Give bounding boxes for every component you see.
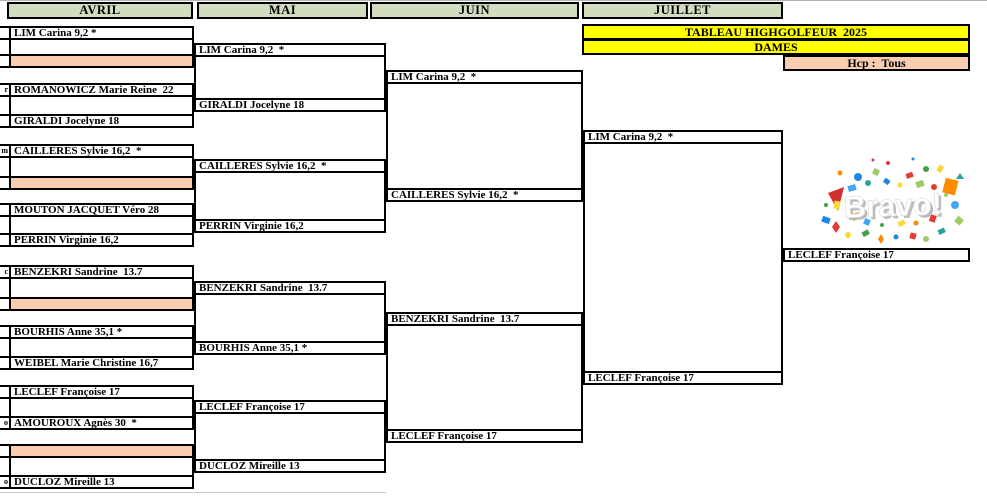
mai-slot-6-bourhis[interactable]: BOURHIS Anne 35,1 * bbox=[194, 341, 386, 355]
juin-slot-2-cailleres[interactable]: CAILLERES Sylvie 16,2 * bbox=[386, 188, 583, 202]
left-fragment-15 bbox=[0, 444, 9, 458]
bravo-text-shadow: Bravo! bbox=[846, 189, 945, 227]
left-fragment-14: o bbox=[0, 416, 9, 430]
mai-slot-1-lim[interactable]: LIM Carina 9,2 * bbox=[194, 43, 386, 57]
bravo-confetti-image: ​ Bravo! Bravo! bbox=[821, 157, 964, 244]
avril-slot-10-bye[interactable] bbox=[9, 297, 194, 311]
connector-avril-pair-7 bbox=[9, 399, 194, 416]
mai-slot-3-cailleres[interactable]: CAILLERES Sylvie 16,2 * bbox=[194, 159, 386, 173]
mai-slot-2-giraldi[interactable]: GIRALDI Jocelyne 18 bbox=[194, 98, 386, 112]
connector-avril-pair-6 bbox=[9, 339, 194, 356]
left-fragment-3: r bbox=[0, 83, 9, 97]
mai-slot-7-leclef[interactable]: LECLEF Françoise 17 bbox=[194, 400, 386, 414]
left-fragment-5: m bbox=[0, 144, 9, 158]
connector-avril-pair-2 bbox=[9, 97, 194, 114]
avril-slot-2-bye[interactable] bbox=[9, 54, 194, 68]
confetti-shapes bbox=[821, 157, 964, 244]
connector-avril-pair-1 bbox=[9, 40, 194, 54]
month-header-mai[interactable]: MAI bbox=[197, 2, 368, 19]
avril-slot-12-weibel[interactable]: WEIBEL Marie Christine 16,7 bbox=[9, 356, 194, 370]
avril-slot-6-bye[interactable] bbox=[9, 176, 194, 190]
avril-slot-16-ducloz[interactable]: DUCLOZ Mireille 13 bbox=[9, 475, 194, 489]
connector-mai-pair-1 bbox=[194, 57, 386, 98]
mai-slot-4-perrin[interactable]: PERRIN Virginie 16,2 bbox=[194, 219, 386, 233]
avril-slot-11-bourhis[interactable]: BOURHIS Anne 35,1 * bbox=[9, 325, 194, 339]
left-fragment-2 bbox=[0, 54, 9, 68]
left-fragment-7 bbox=[0, 203, 9, 217]
left-fragment-13 bbox=[0, 385, 9, 399]
mai-slot-8-ducloz[interactable]: DUCLOZ Mireille 13 bbox=[194, 459, 386, 473]
connector-mai-pair-4 bbox=[194, 414, 386, 459]
month-header-juillet[interactable]: JUILLET bbox=[582, 2, 783, 19]
mai-slot-5-benzekri[interactable]: BENZEKRI Sandrine 13.7 bbox=[194, 281, 386, 295]
sheet-subtitle[interactable]: DAMES bbox=[582, 39, 970, 55]
connector-avril-pair-4 bbox=[9, 217, 194, 233]
month-header-avril[interactable]: AVRIL bbox=[7, 2, 193, 19]
bravo-text: Bravo! bbox=[843, 186, 942, 224]
left-fragment-10 bbox=[0, 297, 9, 311]
juin-slot-1-lim[interactable]: LIM Carina 9,2 * bbox=[386, 70, 583, 84]
connector-avril-pair-8 bbox=[9, 458, 194, 475]
month-header-juin[interactable]: JUIN bbox=[370, 2, 579, 19]
juin-slot-3-benzekri[interactable]: BENZEKRI Sandrine 13.7 bbox=[386, 312, 583, 326]
champion-cell-leclef[interactable]: LECLEF Françoise 17 bbox=[783, 248, 970, 262]
avril-slot-3-romanowicz[interactable]: ROMANOWICZ Marie Reine 22 bbox=[9, 83, 194, 97]
left-fragment-1 bbox=[0, 26, 9, 40]
avril-slot-13-leclef[interactable]: LECLEF Françoise 17 bbox=[9, 385, 194, 399]
left-fragment-11 bbox=[0, 325, 9, 339]
left-fragment-12 bbox=[0, 356, 9, 370]
bravo-word: ​ Bravo! Bravo! bbox=[843, 186, 945, 227]
connector-mai-pair-3 bbox=[194, 295, 386, 341]
juillet-slot-1-lim[interactable]: LIM Carina 9,2 * bbox=[583, 130, 783, 144]
avril-slot-14-amouroux[interactable]: AMOUROUX Agnès 30 * bbox=[9, 416, 194, 430]
left-fragment-6 bbox=[0, 176, 9, 190]
avril-slot-5-cailleres[interactable]: CAILLERES Sylvie 16,2 * bbox=[9, 144, 194, 158]
connector-juin-pair-1 bbox=[386, 84, 583, 188]
avril-slot-7-mouton[interactable]: MOUTON JACQUET Véro 28 bbox=[9, 203, 194, 217]
left-fragment-8 bbox=[0, 233, 9, 247]
connector-mai-pair-2 bbox=[194, 173, 386, 219]
avril-slot-9-benzekri[interactable]: BENZEKRI Sandrine 13.7 bbox=[9, 265, 194, 279]
bottom-gridline bbox=[0, 492, 386, 493]
avril-slot-4-giraldi[interactable]: GIRALDI Jocelyne 18 bbox=[9, 114, 194, 128]
connector-avril-pair-3 bbox=[9, 158, 194, 176]
left-fragment-4 bbox=[0, 114, 9, 128]
avril-slot-15-bye[interactable] bbox=[9, 444, 194, 458]
left-fragment-9: c bbox=[0, 265, 9, 279]
sheet-title[interactable]: TABLEAU HIGHGOLFEUR 2025 bbox=[582, 24, 970, 40]
hcp-filter-cell[interactable]: Hcp : Tous bbox=[783, 55, 970, 71]
juillet-slot-2-leclef[interactable]: LECLEF Françoise 17 bbox=[583, 371, 783, 385]
avril-slot-8-perrin[interactable]: PERRIN Virginie 16,2 bbox=[9, 233, 194, 247]
top-gridline bbox=[0, 0, 987, 1]
juin-slot-4-leclef[interactable]: LECLEF Françoise 17 bbox=[386, 429, 583, 443]
left-fragment-16: o bbox=[0, 475, 9, 489]
connector-juillet-final bbox=[583, 144, 783, 371]
avril-slot-1-lim[interactable]: LIM Carina 9,2 * bbox=[9, 26, 194, 40]
connector-avril-pair-5 bbox=[9, 279, 194, 297]
connector-juin-pair-2 bbox=[386, 326, 583, 429]
